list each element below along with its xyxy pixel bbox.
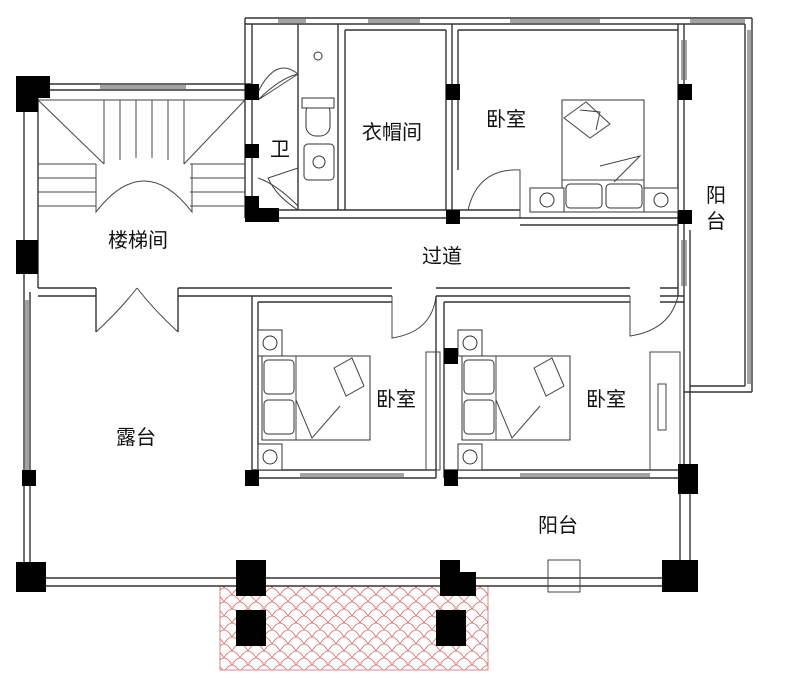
label-terrace: 露台 xyxy=(116,425,156,449)
label-balcony-south: 阳台 xyxy=(538,513,578,537)
label-stairwell: 楼梯间 xyxy=(108,228,168,252)
label-cloakroom: 衣帽间 xyxy=(362,120,422,144)
bed-right xyxy=(457,329,571,471)
label-bedroom-master: 卧室 xyxy=(486,107,526,131)
bed-master xyxy=(529,99,679,213)
outer-walls xyxy=(23,17,753,587)
windows xyxy=(25,19,751,477)
label-balcony-east-1: 阳 xyxy=(706,183,726,207)
staircase xyxy=(37,99,246,214)
label-corridor: 过道 xyxy=(422,244,462,268)
bed-center xyxy=(257,329,371,471)
label-bathroom: 卫 xyxy=(270,137,290,161)
columns xyxy=(16,76,698,646)
interior-walls xyxy=(38,24,684,479)
label-bedroom-center: 卧室 xyxy=(376,387,416,411)
label-bedroom-right: 卧室 xyxy=(586,387,626,411)
label-balcony-east-2: 台 xyxy=(706,209,726,233)
bathroom-fixtures xyxy=(301,51,335,181)
